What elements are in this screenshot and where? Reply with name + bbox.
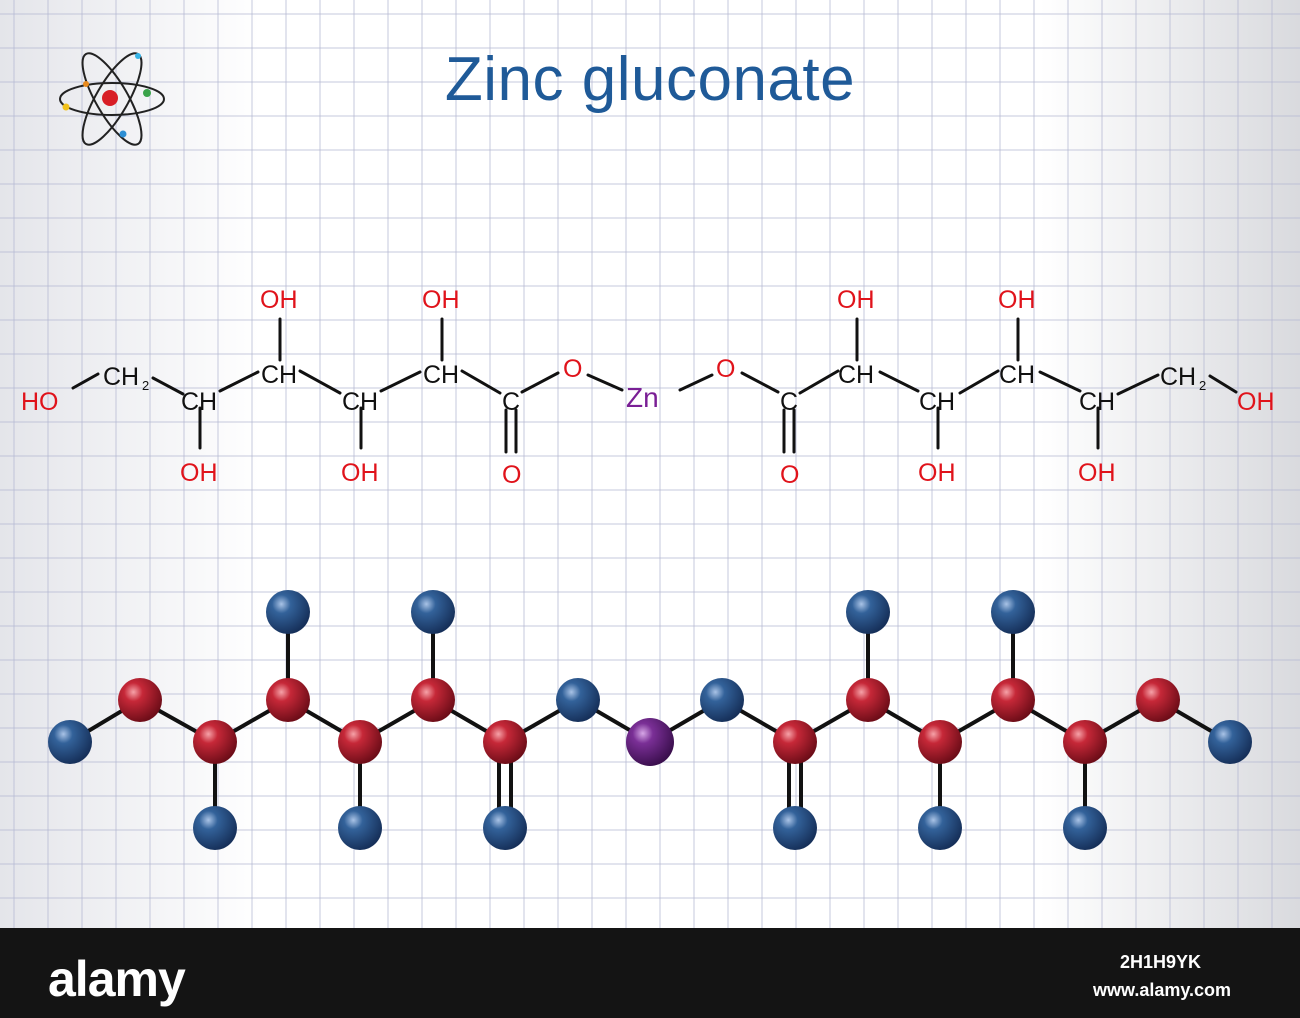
label-ester-o-right: O bbox=[716, 355, 735, 383]
label-ch-3: CH bbox=[342, 388, 378, 416]
label-ch-2: CH bbox=[261, 361, 297, 389]
label-ch-5: CH bbox=[838, 361, 874, 389]
atom-ball-oxygen bbox=[266, 590, 310, 634]
label-oh-down-2: OH bbox=[341, 459, 379, 487]
atom-ball-carbon bbox=[1136, 678, 1180, 722]
ball-and-stick-model bbox=[48, 590, 1252, 850]
bond bbox=[678, 373, 714, 392]
page-title: Zinc gluconate bbox=[444, 45, 856, 114]
atom-ball-carbon bbox=[411, 678, 455, 722]
label-ch2-right: CH bbox=[1160, 363, 1196, 391]
label-ch-1: CH bbox=[181, 388, 217, 416]
bond bbox=[878, 370, 920, 393]
atom-ball-oxygen bbox=[773, 806, 817, 850]
label-oh-up-1: OH bbox=[260, 286, 298, 314]
label-ch-4: CH bbox=[423, 361, 459, 389]
site-url[interactable]: www.alamy.com bbox=[1093, 980, 1232, 1000]
label-ho-terminal-left: HO bbox=[21, 388, 59, 416]
atom-ball-carbon bbox=[118, 678, 162, 722]
label-oh-down-1: OH bbox=[180, 459, 218, 487]
label-oh-terminal-right: OH bbox=[1237, 388, 1275, 416]
atom-ball-oxygen bbox=[483, 806, 527, 850]
atom-ball-carbon bbox=[991, 678, 1035, 722]
bond bbox=[740, 371, 780, 394]
bond bbox=[151, 376, 185, 396]
atom-ball-oxygen bbox=[411, 590, 455, 634]
label-oh-down-3: OH bbox=[918, 459, 956, 487]
bond bbox=[218, 370, 260, 393]
bond bbox=[1208, 374, 1238, 394]
label-ch-7: CH bbox=[999, 361, 1035, 389]
atom-ball-carbon bbox=[1063, 720, 1107, 764]
label-carbonyl-c-right: C bbox=[780, 388, 798, 416]
atom-ball-carbon bbox=[266, 678, 310, 722]
label-oh-up-3: OH bbox=[837, 286, 875, 314]
atom-ball-oxygen bbox=[556, 678, 600, 722]
label-oh-down-4: OH bbox=[1078, 459, 1116, 487]
skeletal-formula bbox=[71, 317, 1238, 454]
atom-ball-zinc bbox=[626, 718, 674, 766]
label-ch-8: CH bbox=[1079, 388, 1115, 416]
atom-ball-oxygen bbox=[338, 806, 382, 850]
atom-ball-carbon bbox=[338, 720, 382, 764]
label-ch2-subscript-left: 2 bbox=[142, 378, 149, 393]
brand-logo-text: alamy bbox=[48, 951, 186, 1007]
image-id: 2H1H9YK bbox=[1120, 952, 1202, 972]
footer-bar bbox=[0, 928, 1300, 1018]
label-ester-o-left: O bbox=[563, 355, 582, 383]
label-carbonyl-c-left: C bbox=[502, 388, 520, 416]
bond bbox=[958, 369, 1000, 395]
atom-ball-carbon bbox=[773, 720, 817, 764]
atom-ball-carbon bbox=[193, 720, 237, 764]
bond bbox=[460, 369, 502, 395]
atom-ball-oxygen bbox=[700, 678, 744, 722]
label-carbonyl-o-right: O bbox=[780, 461, 799, 489]
bond bbox=[520, 371, 560, 394]
bond bbox=[1116, 373, 1160, 396]
zinc-gluconate-structure: HO CH 2 CH CH CH CH C O O OH OH OH OH Zn… bbox=[21, 286, 1275, 850]
bond bbox=[798, 369, 840, 395]
bond bbox=[586, 373, 624, 392]
atom-ball-oxygen bbox=[918, 806, 962, 850]
atom-ball-carbon bbox=[483, 720, 527, 764]
bond bbox=[379, 370, 422, 393]
skeletal-labels: HO CH 2 CH CH CH CH C O O OH OH OH OH Zn… bbox=[21, 286, 1275, 489]
bond bbox=[1038, 370, 1082, 393]
atom-ball-oxygen bbox=[1208, 720, 1252, 764]
label-carbonyl-o-left: O bbox=[502, 461, 521, 489]
atom-ball-carbon bbox=[846, 678, 890, 722]
atom-ball-carbon bbox=[918, 720, 962, 764]
label-ch-6: CH bbox=[919, 388, 955, 416]
atom-ball-oxygen bbox=[193, 806, 237, 850]
label-oh-up-4: OH bbox=[998, 286, 1036, 314]
atom-icon bbox=[52, 44, 174, 154]
bond bbox=[71, 372, 100, 390]
label-ch2-left: CH bbox=[103, 363, 139, 391]
atom-ball-oxygen bbox=[991, 590, 1035, 634]
atom-ball-oxygen bbox=[48, 720, 92, 764]
label-zinc: Zn bbox=[626, 382, 659, 413]
atom-ball-oxygen bbox=[1063, 806, 1107, 850]
label-ch2-subscript-right: 2 bbox=[1199, 378, 1206, 393]
bond bbox=[298, 369, 342, 395]
label-oh-up-2: OH bbox=[422, 286, 460, 314]
atom-ball-oxygen bbox=[846, 590, 890, 634]
